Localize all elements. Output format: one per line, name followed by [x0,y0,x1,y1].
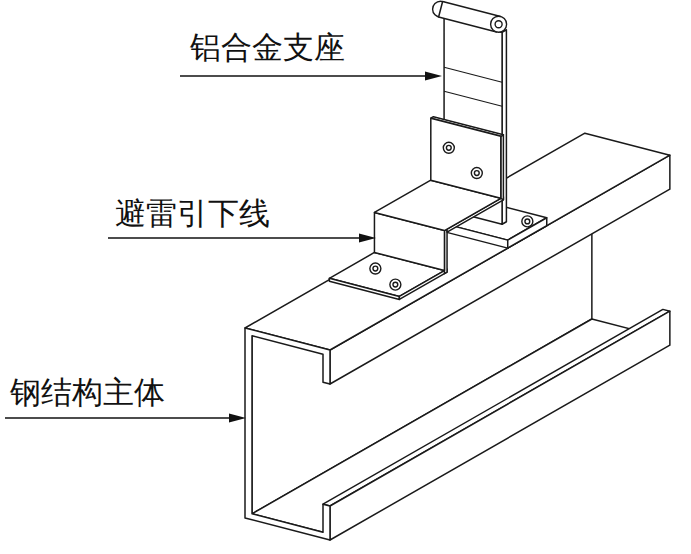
bolt [390,279,401,290]
label-holder: 钢结构主体 [8,376,167,409]
support-band-line [444,91,502,106]
part-label: 钢结构主体 [8,376,167,409]
steel-assembly [245,1,670,540]
bolt [474,171,479,176]
support-bead-end [491,16,507,32]
bolt [471,168,482,179]
leader-lines [5,72,442,423]
leader-line [5,417,232,419]
support-base-edge [508,218,547,248]
strap-upright [431,118,501,198]
label-holder: 避雷引下线 [113,197,272,230]
channel-end-profile [245,328,330,540]
arrow-head [229,414,246,423]
leader-line [108,237,362,239]
bolt [522,216,533,227]
bolt [393,282,398,287]
arrow-head [359,234,376,243]
strap-edge [399,269,447,299]
label-holder: 铝合金支座 [188,31,347,64]
part-label: 避雷引下线 [113,197,272,230]
support-band-line [444,67,502,82]
support-bead-hole [495,21,502,28]
leader-line [180,75,428,77]
bolt [370,263,381,274]
bolt [443,142,454,153]
bolt [525,219,530,224]
strap-edge [329,278,399,299]
arrow-head [425,72,442,81]
bolt [446,145,451,150]
part-label: 铝合金支座 [188,31,347,64]
bolt [373,266,378,271]
